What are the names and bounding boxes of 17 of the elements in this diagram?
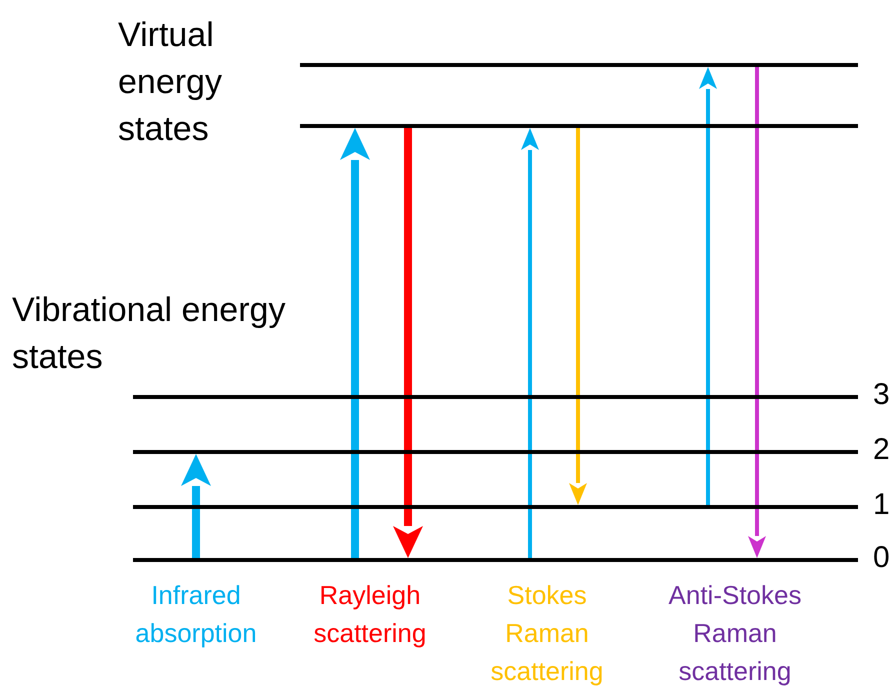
transition-arrow: [340, 128, 370, 558]
process-label: Anti-Stokes Raman scattering: [668, 579, 802, 686]
process-label: Rayleigh scattering: [312, 579, 428, 650]
transition-arrow: [521, 128, 539, 558]
level-number: 1: [873, 487, 890, 523]
transition-arrow: [748, 67, 766, 558]
transition-arrow: [699, 67, 717, 505]
transition-arrow: [569, 128, 587, 505]
group-heading: Vibrational energy states: [12, 290, 286, 378]
level-number: 3: [873, 377, 890, 413]
level-number: 0: [873, 540, 890, 576]
process-label: Infrared absorption: [134, 579, 258, 650]
transition-arrow: [393, 128, 423, 558]
process-label: Stokes Raman scattering: [490, 579, 604, 686]
transition-arrow: [181, 454, 211, 558]
group-heading: Virtual energy states: [118, 15, 223, 150]
level-number: 2: [873, 432, 890, 468]
